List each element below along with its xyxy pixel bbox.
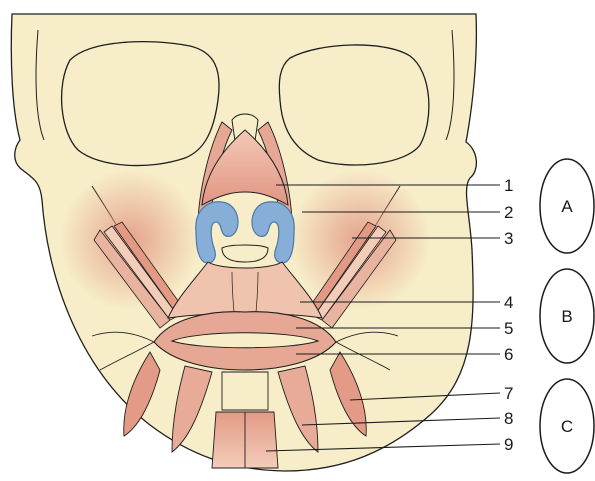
label-7: 7 xyxy=(504,384,513,403)
label-9: 9 xyxy=(504,435,513,454)
label-8: 8 xyxy=(504,409,513,428)
label-2: 2 xyxy=(504,203,513,222)
label-5: 5 xyxy=(504,319,513,338)
number-labels: 1 2 3 4 5 6 7 8 9 xyxy=(504,176,513,454)
group-a: A xyxy=(540,159,594,253)
left-orbit xyxy=(62,42,219,166)
label-4: 4 xyxy=(504,293,513,312)
group-b: B xyxy=(540,269,594,363)
nasal-septum xyxy=(222,245,268,262)
group-b-letter: B xyxy=(561,307,572,326)
label-1: 1 xyxy=(504,176,513,195)
group-c: C xyxy=(540,379,594,473)
right-orbit xyxy=(279,45,429,165)
label-3: 3 xyxy=(504,229,513,248)
group-a-letter: A xyxy=(561,197,573,216)
chin-bone xyxy=(222,372,268,410)
group-c-letter: C xyxy=(561,417,573,436)
label-6: 6 xyxy=(504,345,513,364)
